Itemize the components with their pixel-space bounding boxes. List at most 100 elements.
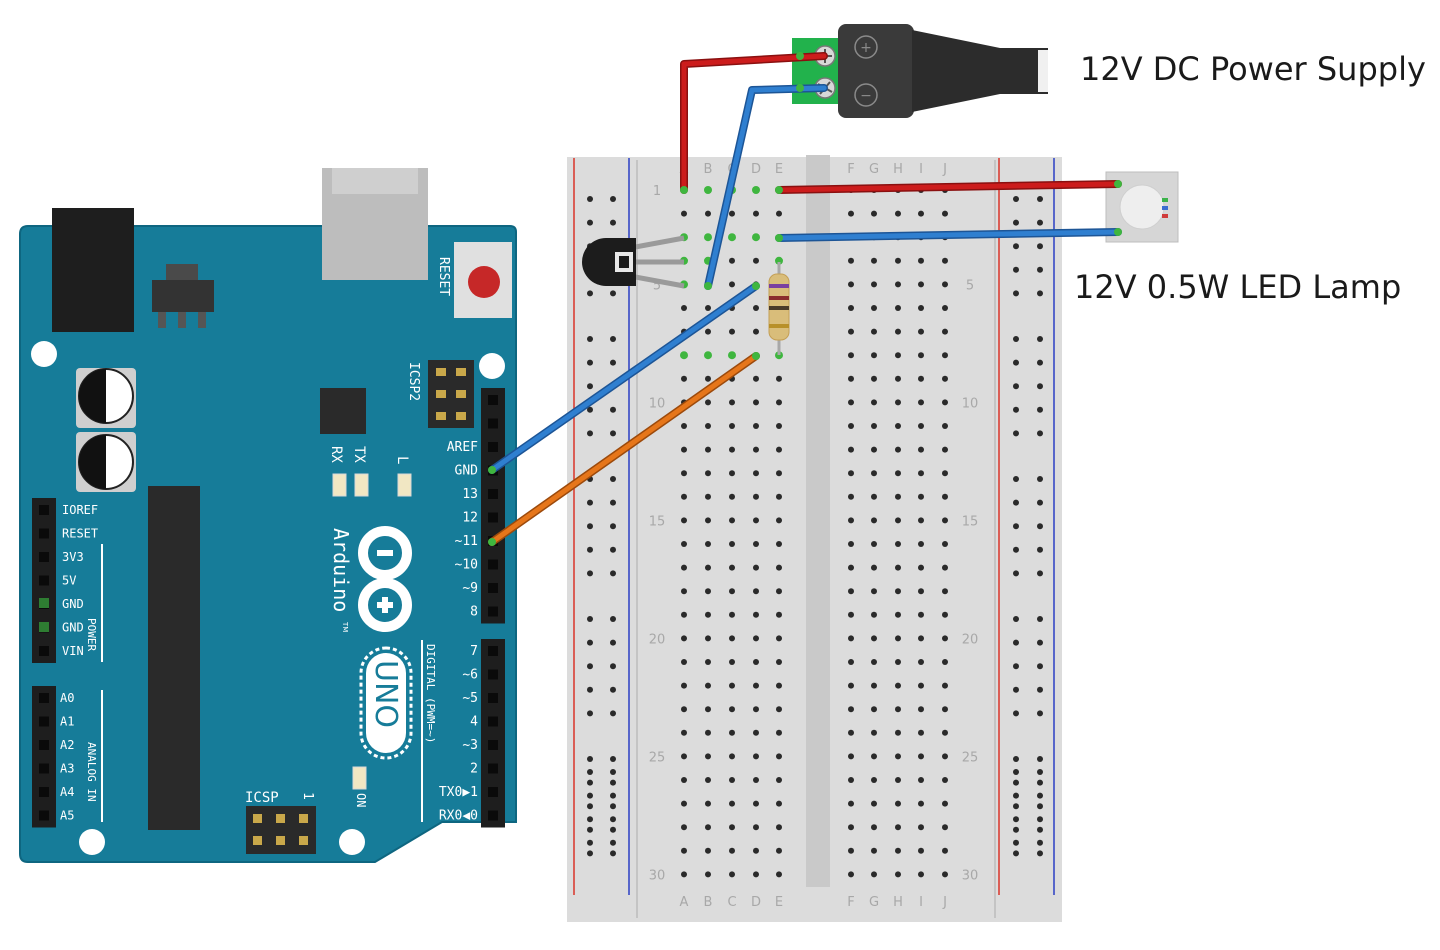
breadboard-hole [776, 659, 782, 665]
digital-bottom-header-pin[interactable] [488, 693, 498, 703]
rail-hole [1037, 523, 1043, 530]
digital-bottom-header-pin[interactable] [488, 716, 498, 727]
breadboard-hole [681, 305, 687, 311]
rail-hole [587, 803, 593, 810]
rail-hole [1013, 756, 1019, 762]
digital-top-header-pin[interactable] [488, 512, 498, 523]
breadboard-center-channel [806, 155, 830, 887]
rail-hole [1037, 769, 1043, 775]
analog-header-pin[interactable] [39, 810, 49, 821]
power-header-pin[interactable] [39, 505, 49, 515]
power-pin-label: VIN [62, 644, 84, 658]
breadboard-hole [895, 305, 901, 311]
digital-top-header-pin[interactable] [488, 559, 498, 570]
breadboard-hole [895, 777, 901, 783]
resistor-band-2 [769, 296, 789, 300]
breadboard-hole [871, 517, 877, 524]
digital-top-header-pin[interactable] [488, 583, 498, 593]
breadboard-hole [895, 399, 901, 406]
row-number: 20 [649, 632, 666, 647]
digital-pin-label: 8 [470, 605, 478, 620]
breadboard-hole [848, 706, 854, 713]
uno-model: UNO [368, 660, 403, 728]
digital-bottom-header-pin[interactable] [488, 646, 498, 656]
digital-bottom-header-pin[interactable] [488, 740, 498, 750]
gnd-pin-highlight [39, 598, 49, 608]
breadboard-hole [942, 706, 948, 713]
breadboard-hole [729, 470, 735, 477]
breadboard-hole [729, 847, 735, 854]
breadboard-hole [942, 659, 948, 665]
breadboard-hole [848, 635, 854, 642]
breadboard-hole [729, 564, 735, 571]
breadboard-hole [753, 659, 759, 665]
jack-minus-mark [854, 83, 878, 107]
breadboard-hole [681, 682, 687, 689]
led-lamp-label: 12V 0.5W LED Lamp [1074, 268, 1401, 306]
column-label: E [775, 895, 783, 910]
tx-label: TX [351, 446, 367, 463]
rail-hole [610, 826, 616, 833]
reset-button[interactable] [468, 266, 500, 298]
breadboard-hole [918, 446, 924, 453]
digital-top-header-pin[interactable] [488, 395, 498, 405]
breadboard-hole [848, 871, 854, 878]
digital-top-header-pin[interactable] [488, 489, 498, 499]
jack-housing [838, 24, 914, 118]
digital-top-header-pin[interactable] [488, 418, 498, 429]
breadboard-hole [871, 682, 877, 689]
power-pin-label: RESET [62, 527, 98, 541]
breadboard-hole [776, 729, 782, 736]
l-led [397, 473, 412, 497]
digital-bottom-header-pin[interactable] [488, 787, 498, 797]
breadboard-hole [776, 470, 782, 477]
breadboard-hole [776, 871, 782, 878]
breadboard-hole [918, 847, 924, 854]
breadboard-hole [705, 564, 711, 571]
power-header-pin[interactable] [39, 552, 49, 562]
rx-led [332, 473, 347, 497]
rail-hole [1013, 792, 1019, 799]
rail-hole [1013, 639, 1019, 646]
rail-hole [1013, 266, 1019, 273]
analog-header-pin[interactable] [39, 787, 49, 797]
breadboard-hole [871, 305, 877, 311]
power-header-pin[interactable] [39, 528, 49, 539]
led-lamp-lens [1119, 184, 1165, 230]
breadboard-hole [871, 635, 877, 642]
breadboard-hole [705, 753, 711, 760]
rail-hole [1037, 663, 1043, 670]
digital-pin-label: ~6 [462, 668, 478, 683]
breadboard-hole [848, 564, 854, 571]
digital-bottom-header-pin[interactable] [488, 810, 498, 821]
rail-hole [587, 816, 593, 823]
breadboard-hole [848, 753, 854, 760]
power-header-pin[interactable] [39, 575, 49, 586]
regulator-leg-3 [198, 312, 206, 328]
digital-pin-label: GND [455, 464, 479, 479]
breadboard-hole [895, 281, 901, 288]
row-number: 20 [962, 632, 979, 647]
power-header-pin[interactable] [39, 646, 49, 656]
analog-header-pin[interactable] [39, 740, 49, 750]
breadboard-hole [753, 375, 759, 382]
rail-hole [610, 839, 616, 846]
rail-hole [1013, 570, 1019, 577]
rail-hole [610, 686, 616, 693]
digital-bottom-header-pin[interactable] [488, 763, 498, 774]
digital-top-header-pin[interactable] [488, 606, 498, 617]
analog-header-pin[interactable] [39, 716, 49, 727]
digital-pin-label: 12 [462, 511, 478, 526]
analog-header-pin[interactable] [39, 693, 49, 703]
rail-hole [587, 499, 593, 506]
analog-header-pin[interactable] [39, 763, 49, 774]
breadboard-hole [871, 729, 877, 736]
breadboard-hole [895, 729, 901, 736]
breadboard-hole [776, 541, 782, 547]
digital-bottom-header-strip [481, 639, 505, 828]
digital-top-header-pin[interactable] [488, 442, 498, 452]
regulator-leg-1 [158, 312, 166, 328]
breadboard-hole [871, 281, 877, 288]
digital-bottom-header-pin[interactable] [488, 669, 498, 680]
rail-hole [1013, 359, 1019, 366]
